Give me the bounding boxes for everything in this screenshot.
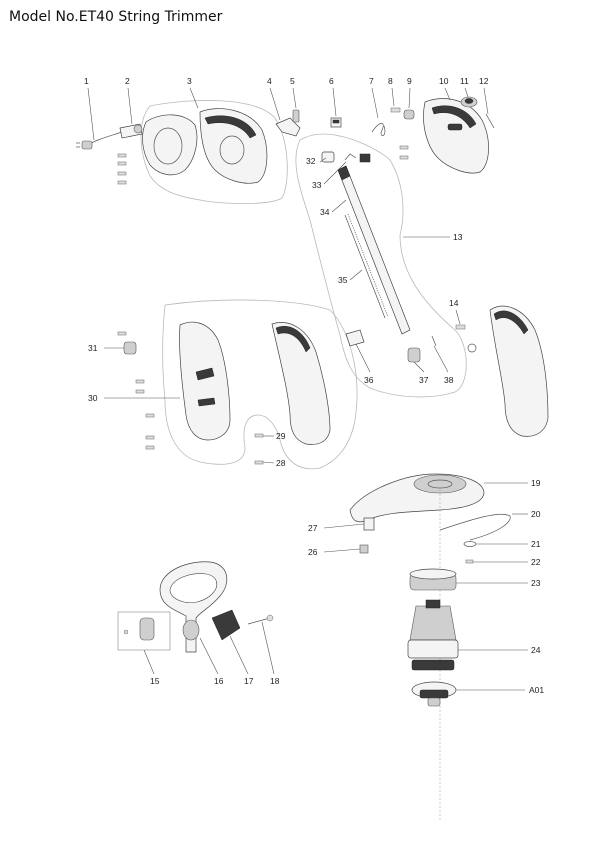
group-outline-shaft (295, 133, 467, 398)
part-37-collar (407, 347, 421, 363)
label-part-15: 15 (150, 676, 160, 686)
part-22-screw (465, 559, 474, 564)
label-part-16: 16 (214, 676, 224, 686)
part-11-lock-knob (460, 96, 478, 108)
part-16-auxiliary-handle (159, 561, 228, 653)
part-36-shaft-lock (345, 329, 365, 347)
part-35-drive-cable (344, 213, 389, 319)
part-27-clip (363, 517, 375, 531)
part-21-washer (463, 541, 477, 547)
part-15-box (117, 611, 171, 651)
label-part-11: 11 (460, 76, 469, 86)
part-38-pin (431, 335, 437, 347)
part-10-motor-housing-half (423, 98, 489, 174)
screw-set-upper-right (399, 145, 409, 160)
label-part-34: 34 (320, 207, 330, 217)
label-part-24: 24 (531, 645, 541, 655)
label-part-27: 27 (308, 523, 318, 533)
label-part-21: 21 (531, 539, 541, 549)
part-33-shaft-connector (344, 153, 357, 161)
label-part-22: 22 (531, 557, 541, 567)
label-part-31: 31 (88, 343, 98, 353)
screw-set-lower-left (117, 331, 155, 450)
part-3-motor-housing-half (142, 108, 268, 184)
label-part-3: 3 (187, 76, 192, 86)
label-part-29: 29 (276, 431, 286, 441)
part-24-motor (407, 599, 459, 671)
label-part-a01: A01 (529, 685, 544, 695)
part-a01-spool-assembly (411, 681, 457, 707)
screw-set-upper-left (117, 153, 127, 185)
part-2-cord-guard (119, 123, 143, 139)
part-9-bushing (403, 109, 415, 120)
label-part-33: 33 (312, 180, 322, 190)
group-outline-upper-housing (140, 100, 288, 204)
part-4-switch-trigger (275, 117, 301, 137)
label-part-2: 2 (125, 76, 130, 86)
label-part-10: 10 (439, 76, 449, 86)
label-part-13: 13 (453, 232, 463, 242)
part-32-shaft-clamp (321, 151, 371, 163)
label-part-1: 1 (84, 76, 89, 86)
page-title: Model No.ET40 String Trimmer (9, 9, 223, 25)
label-part-14: 14 (449, 298, 459, 308)
label-part-32: 32 (306, 156, 316, 166)
part-26-block (359, 544, 369, 554)
label-part-30: 30 (88, 393, 98, 403)
part-19-guard (349, 473, 485, 523)
part-34-upper-shaft (337, 165, 411, 335)
part-29-screw (254, 433, 264, 438)
lower-housing-left-view (271, 322, 331, 445)
part-5-spring (292, 109, 300, 123)
part-23-motor-cap (409, 568, 457, 591)
leader-lines (87, 87, 528, 691)
label-part-12: 12 (479, 76, 489, 86)
part-7-wire-clip (371, 123, 386, 136)
label-part-28: 28 (276, 458, 286, 468)
part-1-power-cord (76, 131, 123, 150)
label-part-8: 8 (388, 76, 393, 86)
label-part-19: 19 (531, 478, 541, 488)
part-18-bolt (247, 614, 274, 625)
part-12-pin (485, 113, 495, 129)
label-part-26: 26 (308, 547, 318, 557)
label-part-35: 35 (338, 275, 348, 285)
part-20-line-guide-wire (439, 513, 511, 541)
label-part-36: 36 (364, 375, 374, 385)
label-part-6: 6 (329, 76, 334, 86)
part-6-switch (330, 117, 342, 128)
label-part-20: 20 (531, 509, 541, 519)
part-17-handle-clamp (211, 609, 241, 641)
label-part-17: 17 (244, 676, 254, 686)
label-part-7: 7 (369, 76, 374, 86)
part-14-screw (455, 324, 466, 330)
lower-housing-right-view (467, 305, 549, 437)
label-part-38: 38 (444, 375, 454, 385)
part-30-lower-housing-half (179, 321, 231, 441)
label-part-5: 5 (290, 76, 295, 86)
label-part-9: 9 (407, 76, 412, 86)
part-31-cap (123, 341, 137, 355)
label-part-18: 18 (270, 676, 280, 686)
part-8-screw (390, 107, 401, 113)
label-part-37: 37 (419, 375, 429, 385)
label-part-23: 23 (531, 578, 541, 588)
label-part-4: 4 (267, 76, 272, 86)
part-28-screw (254, 460, 264, 465)
group-outline-lower-housing (162, 299, 358, 470)
